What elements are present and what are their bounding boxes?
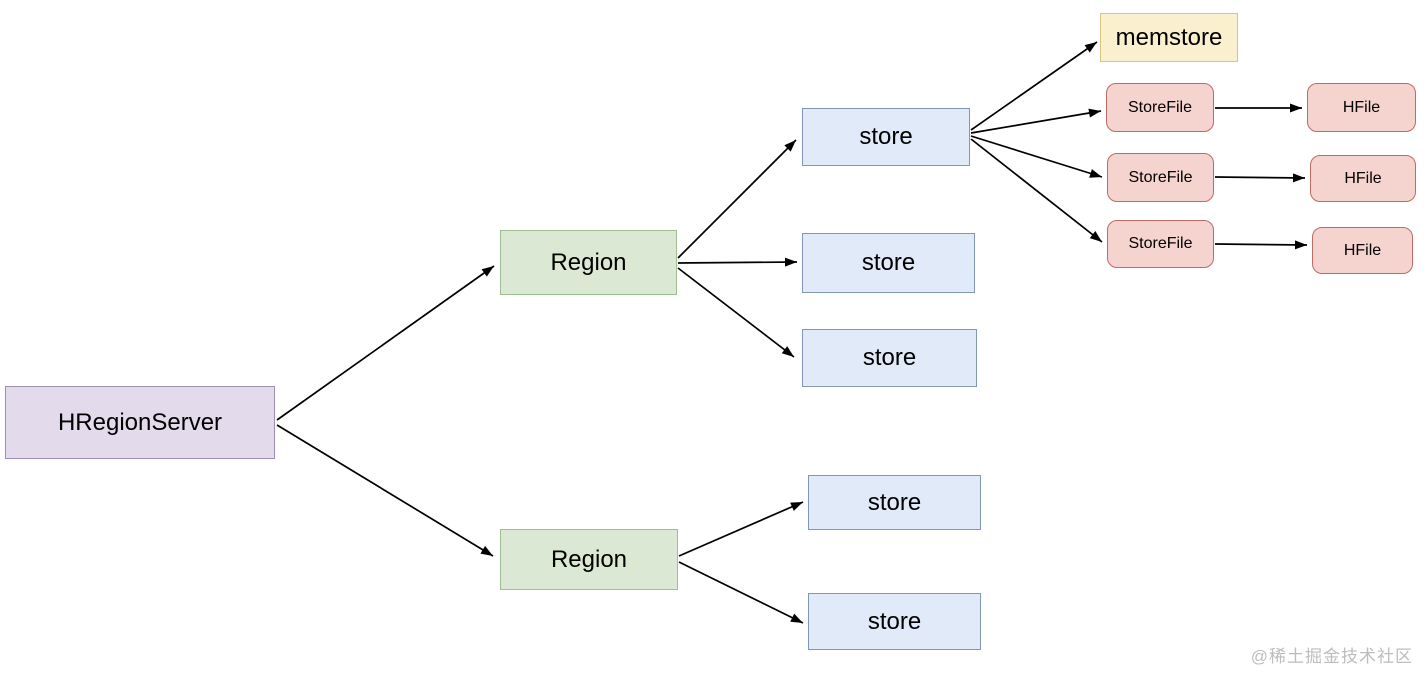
edge-storefile3-hfile3 [1214,240,1308,250]
node-store-3: store [802,329,977,387]
edge-hregionserver-region1 [276,265,495,421]
node-hfile-3-label: HFile [1343,241,1382,259]
node-hfile-2: HFile [1310,155,1416,202]
node-region-2: Region [500,529,678,590]
edge-region1-store3 [677,267,795,358]
node-hregionserver: HRegionServer [5,386,275,459]
node-store-4: store [808,475,981,530]
node-store-5: store [808,593,981,650]
node-region-2-label: Region [550,545,628,573]
node-storefile-2-label: StoreFile [1128,168,1193,186]
node-store-2: store [802,233,975,293]
node-storefile-3: StoreFile [1107,220,1214,268]
edge-region1-store2 [677,257,798,267]
node-storefile-1: StoreFile [1106,83,1214,132]
node-hfile-3: HFile [1312,227,1413,274]
edge-region2-store4 [678,501,804,557]
edge-storefile2-hfile2 [1214,173,1306,183]
node-hfile-1-label: HFile [1342,98,1381,116]
watermark: @稀土掘金技术社区 [1250,647,1413,666]
node-store-3-label: store [862,344,917,371]
node-store-2-label: store [861,249,916,276]
node-storefile-3-label: StoreFile [1128,235,1193,252]
node-store-4-label: store [867,488,922,516]
node-store-1: store [802,108,970,166]
node-store-5-label: store [867,607,922,635]
edge-store1-storefile2 [970,135,1103,178]
edge-region1-store1 [677,139,797,259]
edge-store1-storefile1 [970,108,1102,134]
node-memstore-label: memstore [1115,23,1223,51]
node-hfile-1: HFile [1307,83,1416,132]
node-store-1-label: store [859,123,913,150]
edge-store1-memstore [970,41,1098,131]
node-storefile-2: StoreFile [1107,153,1214,202]
node-region-1-label: Region [550,248,627,276]
node-region-1: Region [500,230,677,295]
node-hfile-2-label: HFile [1344,169,1382,187]
edge-region2-store5 [678,561,804,624]
edge-hregionserver-region2 [276,424,494,557]
edge-store1-storefile3 [970,138,1103,243]
node-storefile-1-label: StoreFile [1127,98,1193,116]
node-hregionserver-label: HRegionServer [57,408,223,436]
node-memstore: memstore [1100,13,1238,62]
